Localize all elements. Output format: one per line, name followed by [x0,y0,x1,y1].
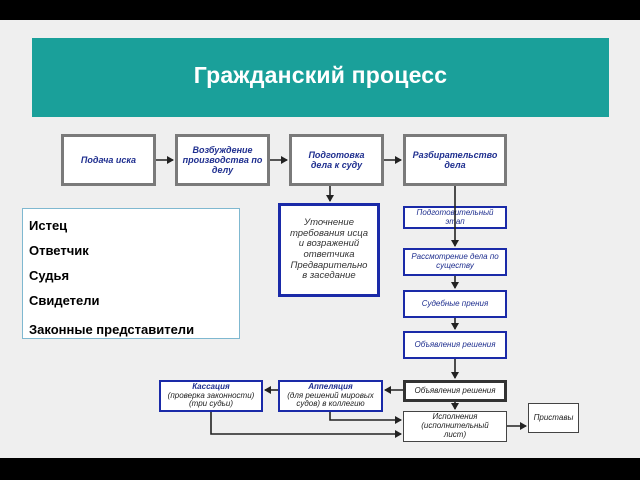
cassation-detail: (проверка законности) (три судьи) [167,390,255,409]
participant-judge: Судья [29,268,70,283]
step-announcement-2: Объявления решения [403,380,507,402]
bailiffs-label: Приставы [533,412,574,422]
step-debates: Судебные прения [403,290,507,318]
stage-label: Возбуждение производства по делу [182,144,263,176]
appeal-detail: (для решений мировых судов) в коллегию [287,390,374,409]
appeal-title: Аппеляция [308,381,353,391]
appeal-box: Аппеляция (для решений мировых судов) в … [278,380,383,412]
cassation-title: Кассация [192,381,230,391]
preparation-note: Уточнение требования исца и возражений о… [278,203,380,297]
step-merits: Рассмотрение дела по существу [403,248,507,276]
slide-title: Гражданский процесс [193,62,448,88]
title-banner: Гражданский процесс [32,38,609,117]
cassation-box: Кассация (проверка законности) (три судь… [159,380,263,412]
participants-list: Истец Ответчик Судья Свидетели Законные … [22,208,240,339]
step-execution: Исполнения (исполнительный лист) [403,411,507,442]
step-label: Рассмотрение дела по существу [411,252,499,270]
bailiffs-box: Приставы [528,403,579,433]
step-announcement: Объявления решения [403,331,507,359]
participant-plaintiff: Истец [29,218,68,233]
participant-defendant: Ответчик [29,243,89,258]
participant-legal-representatives: Законные представители [29,322,195,337]
step-label: Объявления решения [414,339,496,349]
stage-initiation: Возбуждение производства по делу [175,134,270,186]
arrow-appeal-to-execution [329,412,402,424]
preparation-note-text: Уточнение требования исца и возражений о… [289,217,369,282]
stage-label: Подготовка дела к суду [308,149,365,170]
step-label: Судебные прения [421,298,489,308]
stage-label: Подача иска [80,154,137,165]
step-label: Исполнения (исполнительный лист) [421,412,489,439]
step-label: Объявления решения [414,385,496,395]
stage-trial: Разбирательство дела [403,134,507,186]
stage-label: Разбирательство дела [412,149,498,170]
stage-preparation: Подготовка дела к суду [289,134,384,186]
participant-witnesses: Свидетели [29,293,100,308]
stage-filing-claim: Подача иска [61,134,156,186]
arrow-cassation-to-execution [210,412,402,438]
